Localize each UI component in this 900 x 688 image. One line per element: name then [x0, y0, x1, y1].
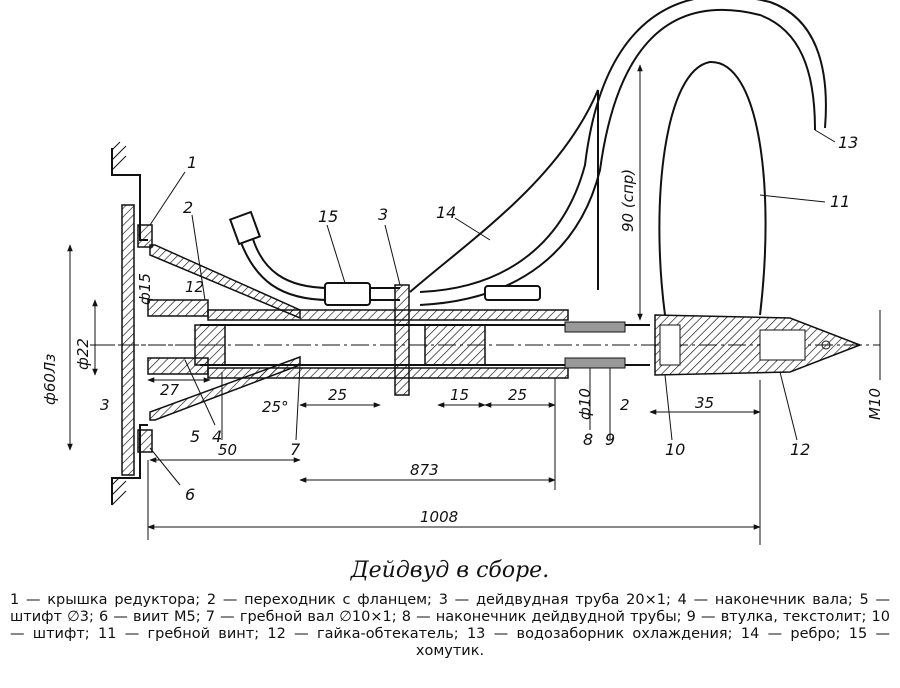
propeller-blade	[658, 60, 767, 316]
dim-25b: 25	[508, 386, 527, 404]
fairing-nut	[654, 314, 863, 376]
callout-12: 12	[790, 440, 810, 459]
callout-15: 15	[318, 207, 338, 226]
callout-leaders	[149, 129, 836, 486]
callout-5: 5	[190, 427, 200, 446]
callout-2: 2	[183, 198, 193, 217]
callout-9: 9	[605, 430, 615, 449]
dim-25deg: 25°	[262, 398, 289, 416]
callout-10: 10	[665, 440, 685, 459]
dim-873: 873	[410, 461, 439, 479]
callout-3: 3	[378, 205, 388, 224]
dim-M10: М10	[866, 388, 884, 420]
figure-legend: 1 — крышка редуктора; 2 — переходник с ф…	[10, 592, 890, 659]
dim-27: 27	[160, 381, 180, 399]
dim-1008: 1008	[420, 508, 458, 526]
callout-numbers: 1 2 3 4 5 6 7 8 9 10 11 12 13 14 15	[183, 133, 858, 504]
dim-phi22: ф22	[74, 338, 92, 370]
dim-phi15: ф15	[136, 273, 154, 305]
callout-1: 1	[187, 153, 197, 172]
dim-35: 35	[695, 394, 714, 412]
dim-3: 3	[100, 396, 110, 414]
dim-15: 15	[450, 386, 469, 404]
callout-7: 7	[290, 440, 301, 459]
callout-14: 14	[436, 203, 456, 222]
dim-12: 12	[185, 278, 204, 296]
callout-8: 8	[583, 430, 593, 449]
dim-25a: 25	[328, 386, 347, 404]
rib	[409, 89, 599, 293]
callout-11: 11	[830, 192, 850, 211]
cooling-water-intake	[419, 0, 827, 306]
cooling-hose	[228, 210, 400, 306]
dim-phi60: ф60Лз	[41, 354, 59, 405]
dim-2: 2	[620, 396, 630, 414]
bushing-textolite	[564, 321, 626, 369]
callout-6: 6	[185, 485, 195, 504]
deadwood-assembly-drawing: ф60Лз ф22 ф15 12 27 3 25° 25 15 25 ф10 2…	[41, 0, 884, 545]
dim-50: 50	[218, 441, 237, 459]
dim-90: 90 (спр)	[619, 169, 637, 232]
callout-4: 4	[212, 427, 222, 446]
callout-13: 13	[838, 133, 858, 152]
dim-phi10: ф10	[576, 388, 594, 420]
stern-tube	[207, 284, 569, 396]
figure-title: Дейдвуд в сборе.	[350, 558, 550, 583]
dimension-lines	[67, 64, 881, 545]
